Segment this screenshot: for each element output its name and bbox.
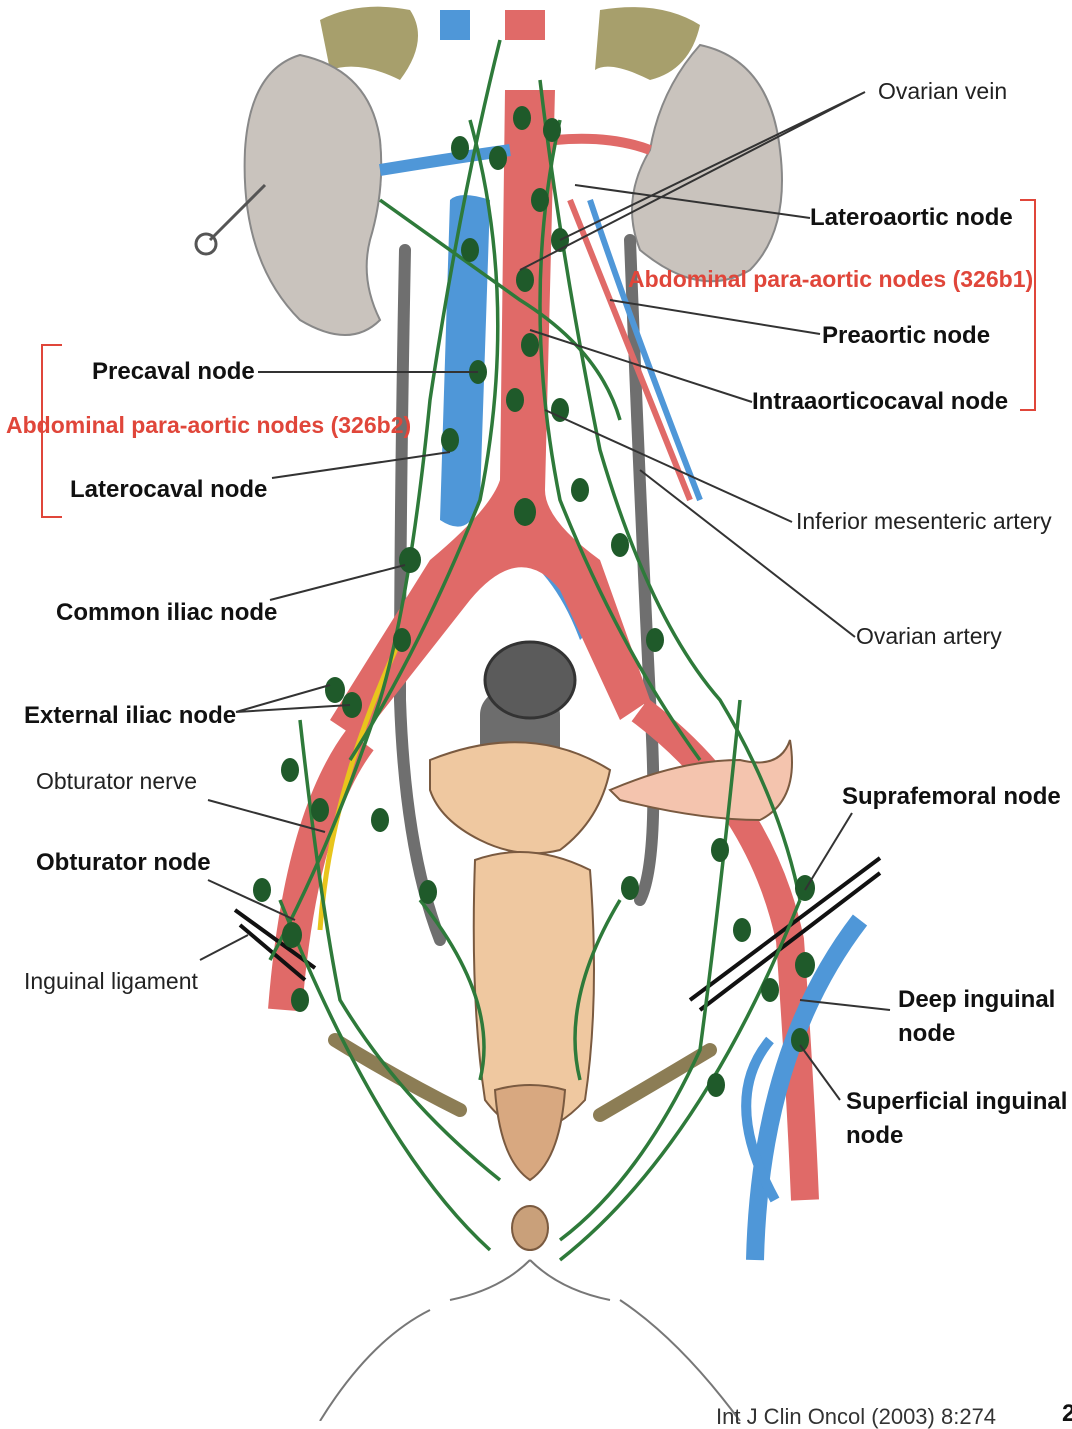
label-inferior-mesenteric-artery: Inferior mesenteric artery (796, 508, 1052, 534)
left-kidney (245, 55, 382, 335)
label-precaval-node: Precaval node (92, 358, 255, 386)
aorta-top (505, 10, 545, 40)
anus (512, 1206, 548, 1250)
label-ovarian-artery: Ovarian artery (856, 623, 1002, 649)
label-common-iliac-node: Common iliac node (56, 599, 277, 627)
label-external-iliac-node: External iliac node (24, 702, 236, 730)
label-laterocaval-node: Laterocaval node (70, 476, 267, 504)
retractor-ring (196, 234, 216, 254)
left-pubic-ramus (335, 1040, 460, 1110)
label-suprafemoral-node: Suprafemoral node (842, 783, 1061, 811)
citation: Int J Clin Oncol (2003) 8:274 (716, 1404, 996, 1429)
label-obturator-nerve: Obturator nerve (36, 768, 197, 794)
label-deep-inguinal-node-line1: Deep inguinal (898, 986, 1055, 1014)
label-abdominal-para-aortic-b2: Abdominal para-aortic nodes (326b2) (6, 412, 411, 438)
right-renal-vessels (555, 139, 650, 150)
label-obturator-node: Obturator node (36, 849, 211, 877)
thigh-outline (320, 1260, 740, 1421)
label-superficial-inguinal-node-line2: node (846, 1122, 903, 1150)
right-kidney (632, 45, 782, 281)
rectum-lumen (485, 642, 575, 718)
label-superficial-inguinal-node-line1: Superficial inguinal (846, 1088, 1067, 1116)
label-deep-inguinal-node-line2: node (898, 1020, 955, 1048)
label-intraaorticocaval-node: Intraaorticocaval node (752, 388, 1008, 416)
label-ovarian-vein: Ovarian vein (878, 78, 1007, 104)
corner-page-mark: 2 (1062, 1400, 1072, 1428)
label-inguinal-ligament: Inguinal ligament (24, 968, 198, 994)
vulva (495, 1085, 565, 1180)
uterus (430, 742, 610, 853)
label-abdominal-para-aortic-b1: Abdominal para-aortic nodes (326b1) (628, 266, 1033, 292)
label-preaortic-node: Preaortic node (822, 322, 990, 350)
label-lateroaortic-node: Lateroaortic node (810, 204, 1013, 232)
